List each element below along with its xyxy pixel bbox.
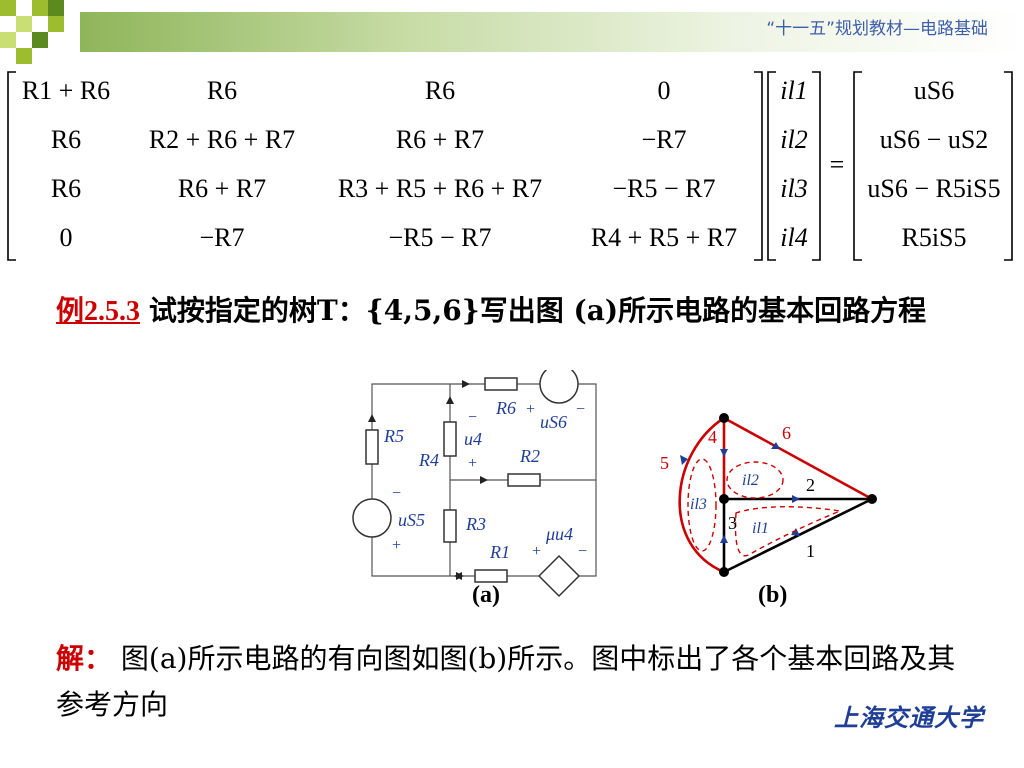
loop-il3	[687, 458, 717, 552]
sign-minus: −	[392, 485, 401, 502]
matrix-cell: R1 + R6	[21, 76, 111, 105]
current-il4: il4	[780, 223, 808, 252]
voltage-source-us6	[539, 370, 579, 404]
matrix-cell: R6	[50, 174, 82, 203]
matrix-cell: R2 + R6 + R7	[148, 125, 296, 154]
matrix-brackets	[7, 71, 1013, 261]
sign-plus: +	[532, 543, 541, 560]
matrix-cell: −R5 − R7	[612, 174, 716, 203]
branch-label-2: 2	[806, 475, 815, 495]
branch-label-3: 3	[728, 513, 737, 533]
header-title: “十一五”规划教材—电路基础	[766, 19, 988, 39]
tree-branch-6	[723, 416, 873, 501]
current-il3: il3	[780, 174, 808, 203]
matrix-cell: −R7	[641, 125, 687, 154]
example-label: 例2.5.3	[56, 296, 141, 327]
branch-label-4: 4	[708, 427, 717, 447]
matrix-cell: R6	[50, 125, 82, 154]
sign-minus: −	[576, 401, 585, 418]
loop-il1	[734, 506, 843, 557]
branch-label-1: 1	[806, 541, 815, 561]
label-us5: uS5	[398, 510, 425, 530]
tree-branch-5	[678, 416, 725, 574]
solution-text: 解： 图(a)所示电路的有向图如图(b)所示。图中标出了各个基本回路及其参考方向	[56, 636, 976, 728]
resistor-r3	[443, 509, 457, 543]
loop-il2	[726, 461, 784, 499]
matrix-cell: −R7	[199, 223, 245, 252]
label-r1: R1	[489, 542, 510, 562]
loop-label-il1: il1	[752, 520, 769, 537]
label-us6: uS6	[540, 412, 567, 432]
matrix-cell: 0	[657, 76, 671, 105]
caption-b: (b)	[758, 582, 787, 608]
label-r5: R5	[383, 426, 404, 446]
circuit-figure-a: R5 R4 u4 R6 uS6 R2 uS5 R3 R1 μu4 − + + −…	[352, 370, 597, 608]
university-logo: 上海交通大学	[834, 703, 984, 732]
matrix-cell: R6	[206, 76, 238, 105]
rhs-cell: uS6	[913, 76, 955, 105]
label-r6: R6	[495, 398, 516, 418]
label-r4: R4	[418, 450, 439, 470]
label-r3: R3	[465, 514, 486, 534]
sign-plus: +	[468, 455, 477, 472]
label-r2: R2	[519, 446, 540, 466]
matrix-equation: R1 + R6 R6 R6 0 R6 R2 + R6 + R7 R6 + R7 …	[0, 68, 1024, 268]
matrix-cell: R4 + R5 + R7	[590, 223, 738, 252]
node	[867, 494, 877, 504]
matrix-cell: R6	[424, 76, 456, 105]
example-body: 试按指定的树T：{4,5,6}写出图 (a)所示电路的基本回路方程	[148, 294, 927, 327]
resistor-r5	[365, 429, 379, 465]
resistor-r2	[507, 473, 541, 487]
equals-sign: =	[829, 150, 845, 179]
matrix-cell: R3 + R5 + R6 + R7	[337, 174, 543, 203]
resistor-r6	[484, 377, 518, 391]
branch-label-6: 6	[782, 423, 791, 443]
sign-plus: +	[392, 537, 401, 554]
label-mu-u4: μu4	[545, 524, 573, 544]
rhs-cell: uS6 − uS2	[879, 125, 989, 154]
current-source-us5	[352, 498, 392, 538]
rhs-cell: R5iS5	[901, 223, 967, 252]
resistor-r1	[474, 569, 508, 583]
example-statement: 例2.5.3 试按指定的树T：{4,5,6}写出图 (a)所示电路的基本回路方程	[56, 288, 976, 335]
solution-label: 解：	[56, 642, 113, 675]
graph-figure-b: 5 4 6 3 2 1 il2 il3 il1 (b)	[660, 413, 877, 608]
rhs-cell: uS6 − R5iS5	[867, 174, 1001, 203]
node	[719, 494, 729, 504]
node	[719, 413, 729, 423]
sign-minus: −	[578, 543, 587, 560]
loop-label-il3: il3	[690, 496, 707, 513]
matrix-cell: −R5 − R7	[388, 223, 492, 252]
current-il1: il1	[780, 76, 808, 105]
sign-minus: −	[468, 409, 477, 426]
dependent-source	[537, 554, 581, 598]
branch-label-5: 5	[660, 453, 669, 473]
header-bar	[80, 12, 1024, 52]
resistor-r4	[443, 421, 457, 457]
loop-label-il2: il2	[742, 472, 759, 489]
sign-plus: +	[526, 401, 535, 418]
matrix-cell: R6 + R7	[395, 125, 485, 154]
solution-body: 图(a)所示电路的有向图如图(b)所示。图中标出了各个基本回路及其参考方向	[56, 642, 956, 721]
caption-a: (a)	[472, 582, 500, 608]
label-u4: u4	[464, 429, 482, 449]
matrix-cell: 0	[59, 223, 73, 252]
current-il2: il2	[780, 125, 808, 154]
node	[719, 567, 729, 577]
matrix-cell: R6 + R7	[177, 174, 267, 203]
